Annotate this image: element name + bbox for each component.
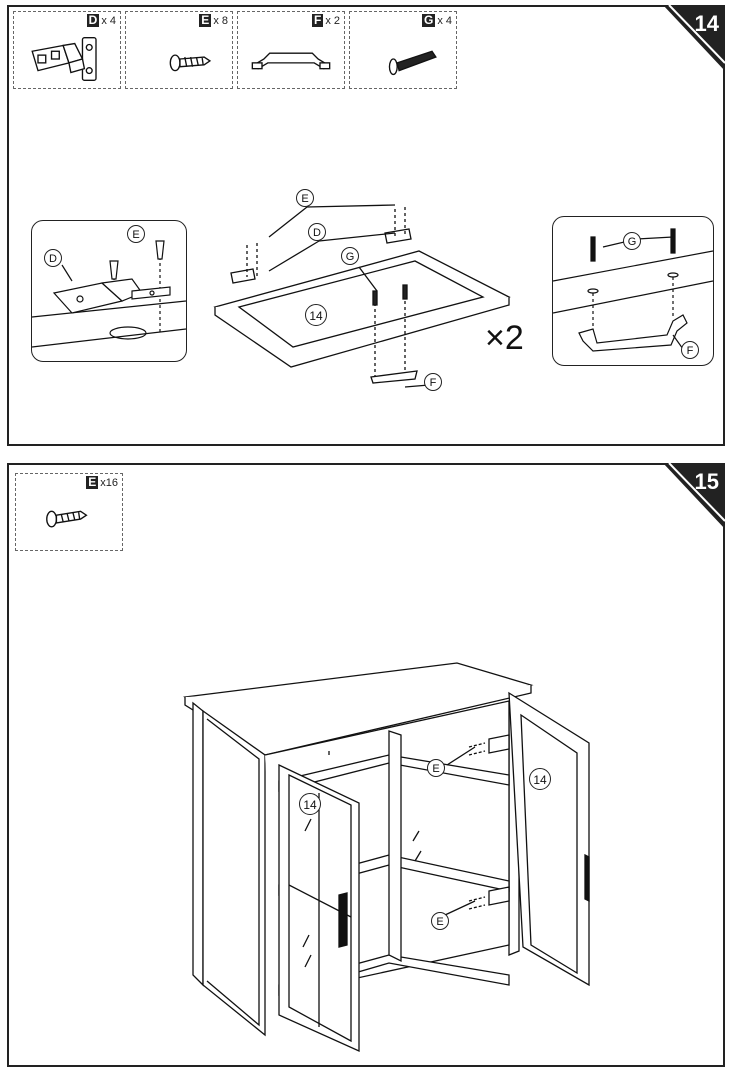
callout-f: F bbox=[424, 373, 442, 391]
bolt-icon bbox=[388, 50, 437, 76]
part-qty: x 4 bbox=[101, 14, 116, 27]
right-door-number-label: 14 bbox=[529, 768, 551, 790]
callout-g: G bbox=[341, 247, 359, 265]
step-number-badge: 15 bbox=[663, 463, 725, 529]
callout-e: E bbox=[427, 759, 445, 777]
callout-g: G bbox=[623, 232, 641, 250]
handle-detail-zoom: G F bbox=[552, 216, 714, 366]
part-box-d: D x 4 bbox=[13, 11, 121, 89]
hinge-detail-drawing bbox=[32, 240, 186, 348]
cabinet-assembly-drawing bbox=[183, 662, 590, 1053]
hinge-detail-zoom: D E bbox=[31, 220, 187, 362]
part-letter: E bbox=[199, 13, 212, 27]
handle-icon bbox=[251, 52, 331, 70]
part-qty: x16 bbox=[100, 476, 118, 489]
step-number: 15 bbox=[694, 469, 719, 494]
part-qty: x 4 bbox=[437, 14, 452, 27]
part-box-e: E x16 bbox=[15, 473, 123, 551]
part-box-g: G x 4 bbox=[349, 11, 457, 89]
callout-d: D bbox=[44, 249, 62, 267]
part-letter: D bbox=[86, 13, 100, 27]
part-letter: E bbox=[86, 475, 99, 489]
screw-icon bbox=[169, 54, 212, 72]
door-assembly-drawing bbox=[213, 204, 511, 388]
step-14-panel: D x 4 E x 8 F bbox=[7, 5, 725, 446]
door-number-label: 14 bbox=[305, 304, 327, 326]
step-number-badge: 14 bbox=[663, 5, 725, 71]
part-letter: F bbox=[311, 13, 324, 27]
part-qty: x 8 bbox=[213, 14, 228, 27]
part-letter: G bbox=[421, 13, 436, 27]
left-door-number-label: 14 bbox=[299, 793, 321, 815]
callout-e: E bbox=[431, 912, 449, 930]
handle-detail-drawing bbox=[553, 228, 713, 352]
callout-d: D bbox=[308, 223, 326, 241]
screw-icon bbox=[46, 510, 88, 528]
part-box-e: E x 8 bbox=[125, 11, 233, 89]
step-15-panel: E x16 15 bbox=[7, 463, 725, 1067]
part-qty: x 2 bbox=[325, 14, 340, 27]
callout-e: E bbox=[127, 225, 145, 243]
quantity-multiplier: ×2 bbox=[485, 319, 524, 357]
part-box-f: F x 2 bbox=[237, 11, 345, 89]
step-number: 14 bbox=[694, 11, 719, 36]
callout-e: E bbox=[296, 189, 314, 207]
hinge-icon bbox=[31, 37, 97, 81]
callout-f: F bbox=[681, 341, 699, 359]
